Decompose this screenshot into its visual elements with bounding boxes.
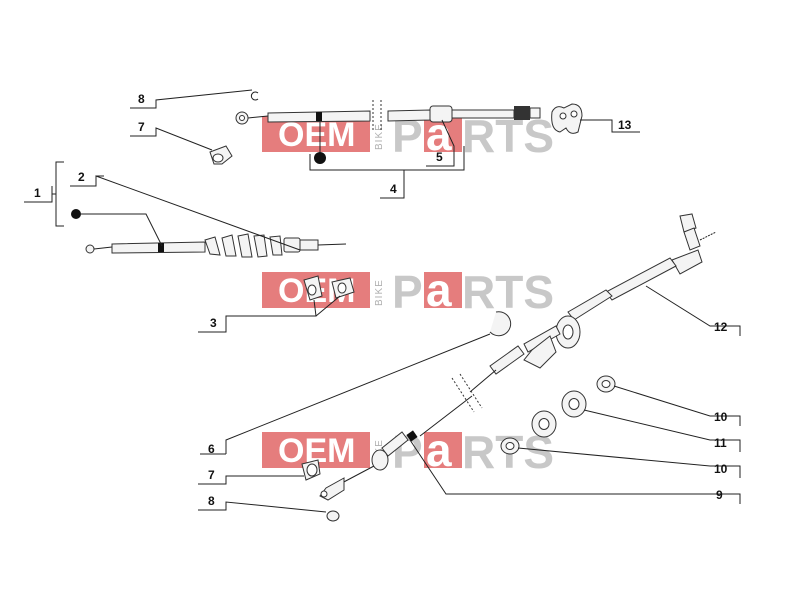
- svg-text:RTS: RTS: [462, 110, 554, 162]
- callout-5: 5: [436, 150, 443, 164]
- callout-7-top: 7: [138, 120, 145, 134]
- bushing-part-7-bottom: [301, 459, 321, 481]
- svg-text:RTS: RTS: [462, 266, 554, 318]
- callout-8-top: 8: [138, 92, 145, 106]
- callout-numbers: 1 2 3 4 5 6 7 7 8 8 9 10 10 11 12 13: [34, 92, 728, 508]
- rubber-bushing-part-11: [531, 390, 587, 438]
- callout-13: 13: [618, 118, 632, 132]
- left-cable-assembly: [85, 233, 347, 258]
- watermark-middle: OEM BIKE P a RTS: [262, 264, 554, 318]
- callout-lines: [24, 89, 741, 513]
- callout-7-bottom: 7: [208, 468, 215, 482]
- bushings-part-3: [303, 275, 355, 301]
- clip-part-13: [551, 103, 583, 134]
- callout-10-top: 10: [714, 410, 728, 424]
- bushing-part-7-top: [209, 145, 233, 165]
- callout-10-bottom: 10: [714, 462, 728, 476]
- svg-text:a: a: [426, 264, 452, 316]
- top-cable-assembly: [235, 100, 541, 130]
- callout-4: 4: [390, 182, 397, 196]
- washer-part-10-bottom: [500, 437, 520, 455]
- callout-11: 11: [714, 436, 727, 450]
- callout-1: 1: [34, 186, 41, 200]
- svg-text:OEM: OEM: [278, 116, 355, 154]
- ring-part-8-bottom: [326, 510, 340, 522]
- long-cable-assembly: [319, 213, 717, 501]
- callout-9: 9: [716, 488, 723, 502]
- callout-6: 6: [208, 442, 215, 456]
- callout-3: 3: [210, 316, 217, 330]
- svg-text:a: a: [426, 424, 452, 476]
- callout-12: 12: [714, 320, 728, 334]
- callout-8-bottom: 8: [208, 494, 215, 508]
- callout-2: 2: [78, 170, 85, 184]
- svg-text:BIKE: BIKE: [374, 279, 385, 306]
- svg-text:BIKE: BIKE: [374, 123, 385, 150]
- svg-text:P: P: [392, 266, 423, 318]
- ring-part-8-top: [250, 91, 259, 101]
- circlip-part-6: [489, 311, 512, 337]
- washer-part-10-top: [596, 375, 616, 393]
